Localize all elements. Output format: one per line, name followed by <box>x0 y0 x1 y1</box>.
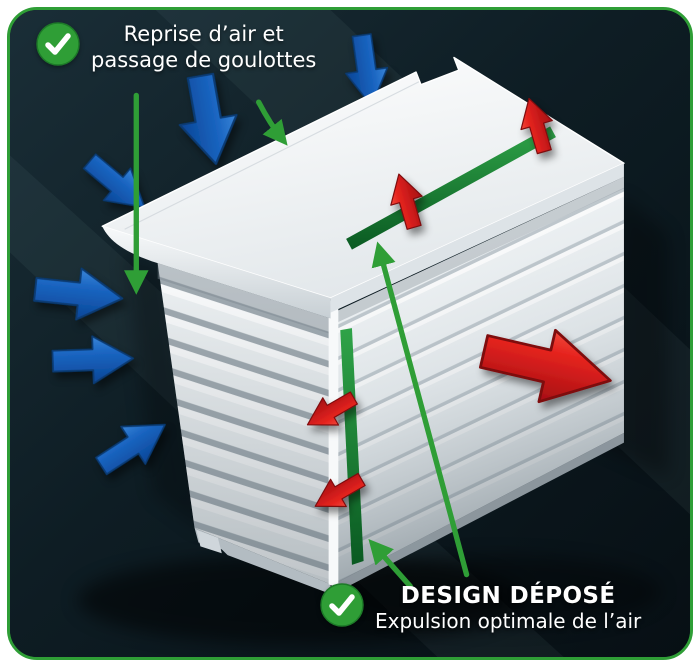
annotation-reprise-text: Reprise d’air et passage de goulottes <box>91 22 316 73</box>
pointer-top-to-cap <box>256 99 288 146</box>
annotation-pointers <box>123 92 470 589</box>
ac-cover-unit <box>101 56 625 594</box>
ac-cover-illustration <box>10 10 690 657</box>
annotation-design-title: DESIGN DÉPOSÉ <box>400 583 616 609</box>
annotation-design-text: DESIGN DÉPOSÉ Expulsion optimale de l’ai… <box>375 583 641 633</box>
annotation-design: DESIGN DÉPOSÉ Expulsion optimale de l’ai… <box>320 583 641 633</box>
annotation-design-subtitle: Expulsion optimale de l’air <box>375 609 642 633</box>
unit-front-edge <box>328 300 339 589</box>
check-icon <box>320 583 364 627</box>
annotation-reprise-line2: passage de goulottes <box>91 47 317 72</box>
infographic-panel <box>7 7 693 660</box>
front-air-outlet-strip <box>340 328 364 565</box>
unit-base <box>194 527 331 594</box>
top-air-outlet-strip <box>346 126 556 250</box>
check-icon <box>36 22 80 66</box>
annotation-reprise: Reprise d’air et passage de goulottes <box>36 22 316 73</box>
pointer-bottom-to-top-strip <box>371 241 470 578</box>
unit-cap-molding <box>102 226 331 319</box>
annotation-reprise-line1: Reprise d’air et <box>123 22 284 46</box>
pointer-bottom-to-front-strip <box>368 538 413 589</box>
